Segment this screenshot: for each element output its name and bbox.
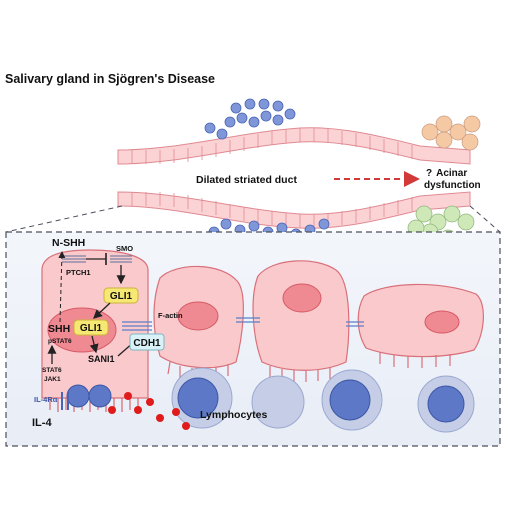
f-actin-label: F-actin <box>158 311 183 320</box>
ptch1-receptor <box>62 255 86 263</box>
figure-title: Salivary gland in Sjögren's Disease <box>5 72 216 86</box>
smo-receptor <box>110 255 132 263</box>
pstat6-label: pSTAT6 <box>48 338 72 345</box>
gli1-translocation-arrow <box>93 302 111 319</box>
smo-label: SMO <box>116 244 133 253</box>
n-shh-label: N-SHH <box>52 237 85 249</box>
lymphocyte <box>417 375 475 433</box>
striated-duct <box>117 127 471 229</box>
outcome-label: ?Acinar <box>426 168 467 179</box>
il4-molecules <box>108 392 190 430</box>
outcome-label-line2: dysfunction <box>424 180 481 191</box>
gli1-nuc-box <box>73 319 109 336</box>
zoom-line-left <box>5 205 123 233</box>
lymphocyte-row <box>66 367 475 433</box>
sani1-label: SANI1 <box>88 354 115 364</box>
zoom-line-right <box>469 205 501 233</box>
gli1-to-sani1-arrow <box>89 335 99 354</box>
stat6-label: STAT6 <box>42 367 62 374</box>
il4-label: IL-4 <box>32 417 52 429</box>
cdh1-box <box>129 333 165 351</box>
shh-secretion-arrow <box>58 251 66 323</box>
lymphocyte <box>171 367 233 429</box>
ductal-cell-4 <box>357 283 484 368</box>
gli1-cyto-box <box>103 287 139 304</box>
shh-label: SHH <box>48 323 70 335</box>
f-actin-fibers <box>122 321 152 331</box>
ductal-cell-3 <box>252 260 350 382</box>
jak1-label: JAK1 <box>44 376 61 383</box>
duct-label: Dilated striated duct <box>196 174 297 186</box>
gli1-cyto-label: GLI1 <box>110 291 133 302</box>
il4ra-receptor <box>61 392 69 410</box>
lymphocytes-label: Lymphocytes <box>200 409 267 421</box>
ptch1-label: PTCH1 <box>66 268 91 277</box>
cdh1-label: CDH1 <box>133 338 161 349</box>
gli1-nuc-label: GLI1 <box>80 323 103 334</box>
lymphocyte <box>251 375 305 429</box>
lymphocyte <box>321 369 383 431</box>
il4ra-label: IL-4Rα <box>34 395 58 404</box>
cell-junctions <box>236 317 364 327</box>
